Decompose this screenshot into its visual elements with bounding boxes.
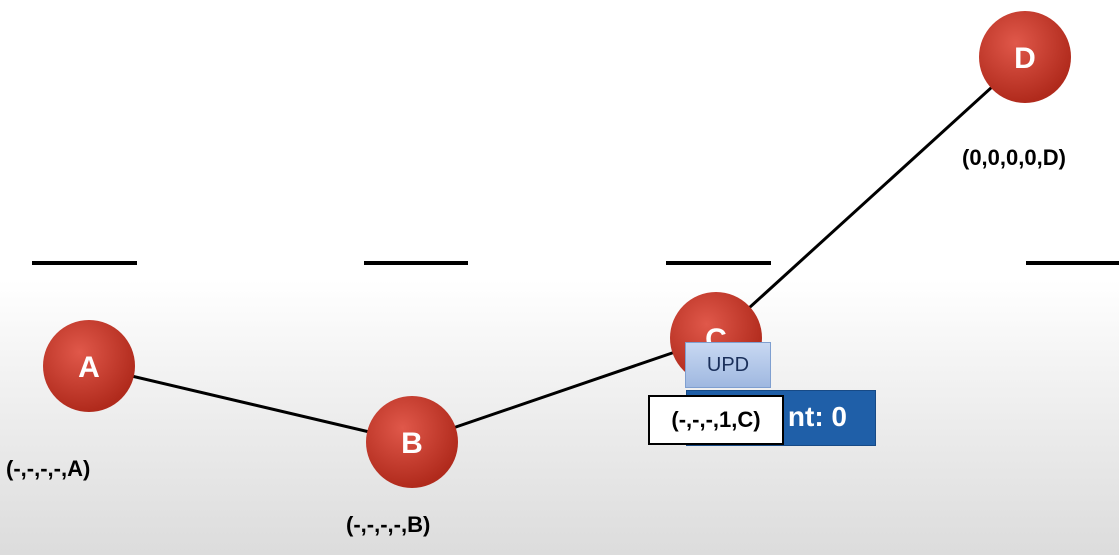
node-d-letter: D: [1014, 42, 1036, 75]
node-b-letter: B: [401, 427, 423, 460]
node-a: A: [43, 320, 135, 412]
node-b: B: [366, 396, 458, 488]
edge-c-d: [714, 55, 1027, 340]
upd-label: UPD: [706, 353, 750, 376]
node-a-letter: A: [78, 351, 100, 384]
upd-message: UPD: [685, 342, 771, 388]
node-d: D: [979, 11, 1071, 103]
node-b-tuple: (-,-,-,-,B): [346, 512, 431, 537]
node-d-tuple: (0,0,0,0,D): [962, 145, 1066, 170]
node-c-tuple-box: (-,-,-,1,C): [648, 395, 784, 445]
edge-a-b: [88, 364, 413, 444]
counter-label: nt: 0: [787, 401, 847, 432]
lower-background: [0, 280, 1119, 555]
edge-b-c: [411, 336, 717, 444]
node-c-tuple: (-,-,-,1,C): [671, 407, 761, 432]
node-a-tuple: (-,-,-,-,A): [6, 456, 91, 481]
